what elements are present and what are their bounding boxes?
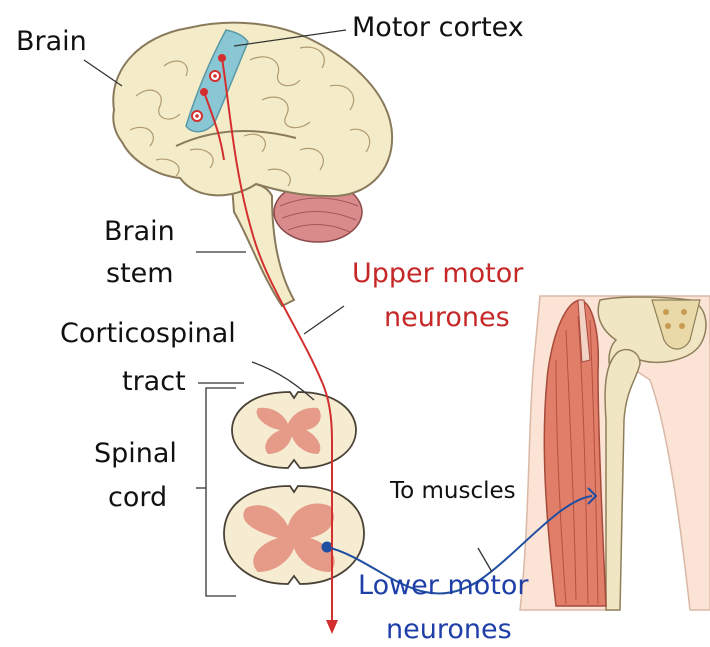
sacral-foramen	[681, 309, 687, 315]
upper-neurone-nucleus	[195, 114, 199, 118]
lower-neurone-leader	[478, 548, 492, 572]
label-to-muscles: To muscles	[389, 478, 516, 504]
brain-leader	[84, 60, 122, 86]
label-brain-stem-line1: Brain	[104, 216, 175, 247]
label-upper-motor-line2: neurones	[384, 302, 510, 333]
sacral-foramen	[665, 323, 671, 329]
descending-arrowhead	[326, 620, 338, 634]
femur-bone	[605, 350, 640, 610]
sacral-foramen	[679, 323, 685, 329]
spinal-cord-section-upper	[232, 392, 356, 468]
label-corticospinal-line1: Corticospinal	[60, 318, 236, 349]
sacral-foramen	[663, 309, 669, 315]
label-corticospinal-line2: tract	[122, 366, 186, 397]
upper-neurone-nucleus	[213, 74, 217, 78]
label-lower-motor-line1: Lower motor	[358, 570, 529, 601]
label-spinal-line2: cord	[108, 482, 167, 513]
upper-neurone-leader	[304, 306, 344, 334]
label-brain-stem-line2: stem	[106, 258, 174, 289]
label-brain: Brain	[16, 26, 87, 57]
spinal-cord-section-lower	[224, 486, 364, 584]
label-lower-motor-line2: neurones	[386, 614, 512, 645]
label-spinal-line1: Spinal	[94, 438, 177, 469]
label-upper-motor-line1: Upper motor	[352, 258, 524, 289]
label-motor-cortex: Motor cortex	[352, 12, 524, 43]
spinal-cord-bracket	[206, 388, 236, 596]
leg-illustration	[520, 296, 710, 610]
